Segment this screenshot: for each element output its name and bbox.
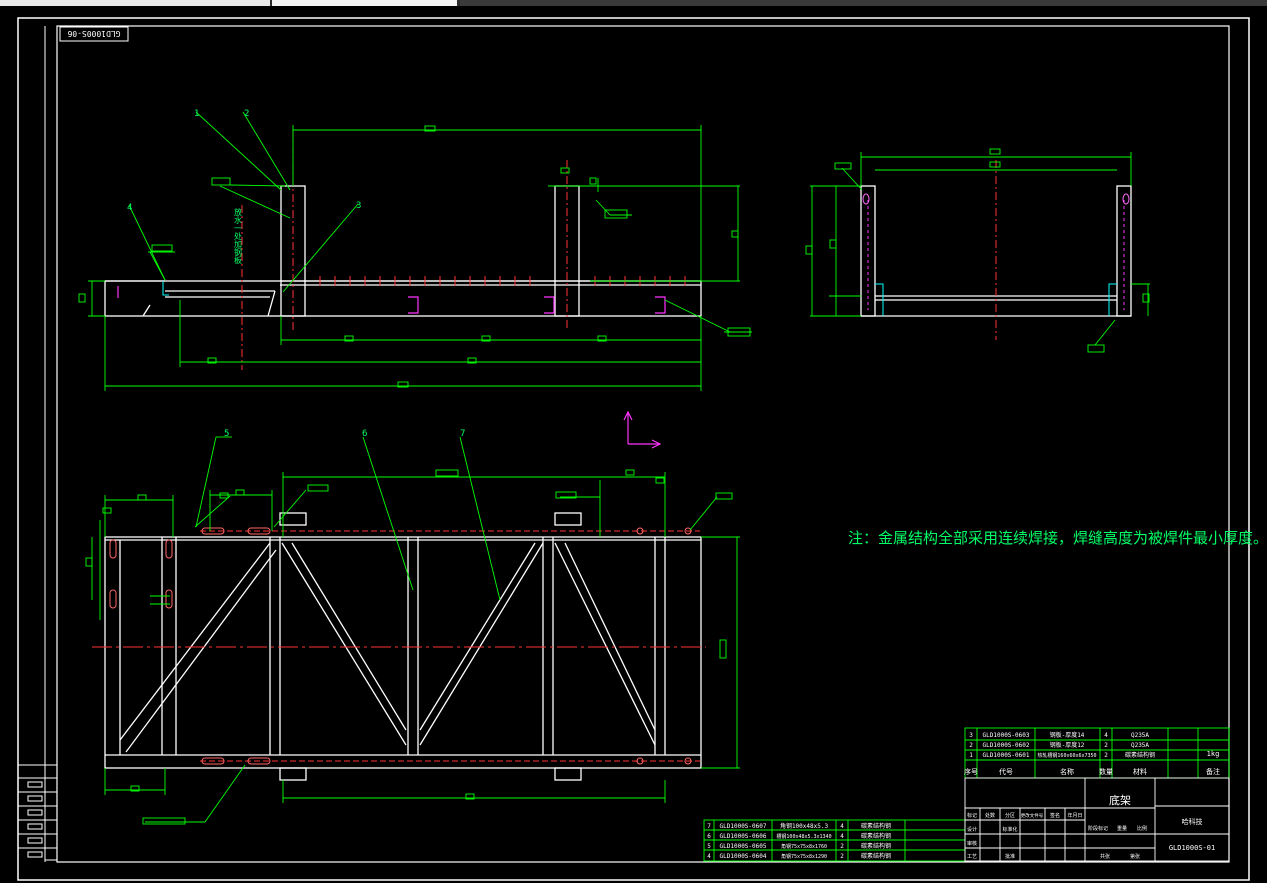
mirrored-code-text: GLD1000S-06 bbox=[67, 29, 120, 38]
svg-text:4: 4 bbox=[1104, 732, 1108, 739]
svg-text:GLD1000S-0601: GLD1000S-0601 bbox=[983, 752, 1030, 759]
svg-text:钢板-厚度12: 钢板-厚度12 bbox=[1050, 741, 1085, 749]
sign-labels: 标记 处数 分区 更改文件号 签名 年月日 设计 标准化 阶段标记 重量 比例 … bbox=[967, 812, 1147, 860]
drawing-name: 底架 bbox=[1109, 793, 1131, 807]
part-label-5: 5 bbox=[224, 429, 229, 439]
part-label-4: 4 bbox=[127, 203, 132, 213]
svg-text:标记: 标记 bbox=[967, 812, 977, 819]
header-material: 材料 bbox=[1133, 767, 1147, 776]
tab-strip-mid[interactable] bbox=[272, 0, 457, 6]
window-top-bar bbox=[0, 0, 1267, 6]
svg-text:钢板-厚度14: 钢板-厚度14 bbox=[1050, 731, 1085, 739]
svg-text:GLD1000S-0602: GLD1000S-0602 bbox=[983, 742, 1030, 749]
svg-text:角钢75x75x8x1760: 角钢75x75x8x1760 bbox=[781, 843, 827, 850]
svg-text:处数: 处数 bbox=[985, 812, 995, 819]
binding-strip bbox=[18, 26, 58, 862]
part-label-1: 1 bbox=[194, 109, 199, 119]
svg-text:签名: 签名 bbox=[1050, 812, 1060, 819]
svg-text:审核: 审核 bbox=[967, 840, 977, 847]
svg-text:5: 5 bbox=[707, 843, 711, 850]
svg-text:热轧槽钢160x60x6x7350: 热轧槽钢160x60x6x7350 bbox=[1037, 752, 1096, 759]
svg-text:4: 4 bbox=[840, 833, 844, 840]
svg-text:2: 2 bbox=[1104, 742, 1108, 749]
svg-text:角钢75x75x8x1290: 角钢75x75x8x1290 bbox=[781, 853, 827, 860]
svg-text:GLD1000S-0604: GLD1000S-0604 bbox=[720, 853, 767, 860]
svg-text:第张: 第张 bbox=[1130, 853, 1140, 860]
part-label-6: 6 bbox=[362, 429, 367, 439]
part-label-2: 2 bbox=[244, 109, 249, 119]
school-name: 哈科技 bbox=[1182, 817, 1203, 826]
sheet-outer-border bbox=[17, 17, 1250, 881]
front-view: 1 2 3 4 放水一处加钢板 bbox=[78, 109, 752, 391]
svg-text:Q235A: Q235A bbox=[1131, 742, 1149, 749]
svg-text:GLD1000S-0603: GLD1000S-0603 bbox=[983, 732, 1030, 739]
svg-text:共张: 共张 bbox=[1100, 853, 1110, 860]
svg-text:6: 6 bbox=[707, 833, 711, 840]
svg-text:更改文件号: 更改文件号 bbox=[1021, 812, 1044, 819]
header-name: 名称 bbox=[1060, 767, 1074, 776]
sheet-inner-border bbox=[56, 25, 1230, 863]
svg-text:碳素结构钢: 碳素结构钢 bbox=[861, 852, 891, 860]
drawing-number: GLD1000S-01 bbox=[1169, 844, 1215, 852]
code-box bbox=[59, 26, 129, 42]
svg-text:2: 2 bbox=[840, 843, 844, 850]
svg-text:槽钢100x48x5.3x1340: 槽钢100x48x5.3x1340 bbox=[776, 833, 831, 840]
svg-text:4: 4 bbox=[840, 823, 844, 830]
svg-text:Q235A: Q235A bbox=[1131, 732, 1149, 739]
part-label-7: 7 bbox=[460, 429, 465, 439]
side-view bbox=[805, 148, 1150, 353]
svg-text:3: 3 bbox=[969, 732, 973, 739]
svg-text:2: 2 bbox=[1104, 752, 1108, 759]
part-label-3: 3 bbox=[356, 201, 361, 211]
svg-text:碳素结构钢: 碳素结构钢 bbox=[1125, 751, 1155, 759]
svg-text:碳素结构钢: 碳素结构钢 bbox=[861, 822, 891, 830]
svg-text:角钢100x48x5.3: 角钢100x48x5.3 bbox=[780, 822, 829, 830]
svg-text:7: 7 bbox=[707, 823, 711, 830]
vertical-note: 放水一处加钢板 bbox=[234, 207, 243, 265]
svg-text:2: 2 bbox=[969, 742, 973, 749]
main-channel-beam bbox=[104, 280, 702, 317]
svg-text:2: 2 bbox=[840, 853, 844, 860]
tab-strip-right bbox=[460, 0, 1267, 6]
parts-table-bottom: 7 GLD1000S-0607 角钢100x48x5.3 4 碳素结构钢 6 G… bbox=[707, 822, 891, 860]
svg-text:批准: 批准 bbox=[1005, 853, 1015, 860]
header-no: 序号 bbox=[964, 767, 978, 776]
svg-text:比例: 比例 bbox=[1137, 825, 1147, 832]
svg-text:碳素结构钢: 碳素结构钢 bbox=[861, 842, 891, 850]
svg-text:年月日: 年月日 bbox=[1067, 812, 1082, 819]
svg-text:GLD1000S-0606: GLD1000S-0606 bbox=[720, 833, 767, 840]
tab-strip-left[interactable] bbox=[0, 0, 270, 6]
header-remark: 备注 bbox=[1206, 767, 1220, 776]
weight-value: 1kg bbox=[1207, 750, 1220, 758]
svg-text:重量: 重量 bbox=[1117, 825, 1127, 832]
svg-text:分区: 分区 bbox=[1005, 812, 1015, 819]
header-qty: 数量 bbox=[1099, 767, 1113, 776]
svg-text:标准化: 标准化 bbox=[1002, 826, 1017, 833]
view-direction-arrow bbox=[623, 410, 662, 449]
parts-table-top: 3 GLD1000S-0603 钢板-厚度14 4 Q235A 2 GLD100… bbox=[969, 731, 1155, 759]
svg-text:碳素结构钢: 碳素结构钢 bbox=[861, 832, 891, 840]
header-code: 代号 bbox=[999, 767, 1013, 776]
svg-text:阶段标记: 阶段标记 bbox=[1088, 825, 1108, 832]
svg-text:工艺: 工艺 bbox=[967, 854, 977, 860]
welding-note: 注：金属结构全部采用连续焊接，焊缝高度为被焊件最小厚度。 bbox=[848, 529, 1267, 547]
svg-text:设计: 设计 bbox=[967, 826, 977, 833]
plan-view: 5 6 7 bbox=[85, 429, 740, 825]
svg-text:4: 4 bbox=[707, 853, 711, 860]
svg-text:GLD1000S-0607: GLD1000S-0607 bbox=[720, 823, 767, 830]
svg-text:GLD1000S-0605: GLD1000S-0605 bbox=[720, 843, 767, 850]
title-block-main bbox=[964, 777, 1230, 862]
svg-text:1: 1 bbox=[969, 752, 973, 759]
